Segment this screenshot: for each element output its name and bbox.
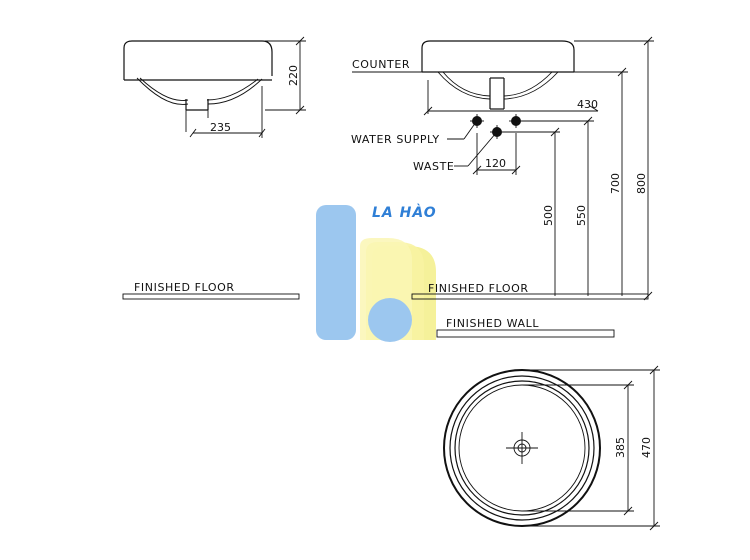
label-finished-floor-left: FINISHED FLOOR	[134, 281, 235, 294]
front-view	[352, 36, 654, 338]
dim-waste-height: 500	[542, 205, 555, 226]
plan-view	[443, 365, 660, 531]
dim-supply-height: 550	[575, 205, 588, 226]
label-waste: WASTE	[413, 160, 454, 173]
label-finished-floor-right: FINISHED FLOOR	[428, 282, 529, 295]
dim-front-depth: 430	[577, 98, 598, 111]
label-finished-wall: FINISHED WALL	[446, 317, 539, 330]
watermark-logo: LA HÀO	[316, 204, 437, 342]
dim-total-height: 800	[635, 173, 648, 194]
dim-side-height: 220	[287, 65, 300, 86]
label-counter: COUNTER	[352, 58, 410, 71]
dim-inner-diameter: 385	[614, 437, 627, 458]
dim-side-width: 235	[210, 121, 231, 134]
dim-counter-height: 700	[609, 173, 622, 194]
label-water-supply: WATER SUPPLY	[351, 133, 440, 146]
side-view	[122, 36, 306, 300]
dim-outer-diameter: 470	[640, 437, 653, 458]
watermark-text: LA HÀO	[372, 204, 437, 221]
dim-supply-waste-spacing: 120	[485, 157, 506, 170]
